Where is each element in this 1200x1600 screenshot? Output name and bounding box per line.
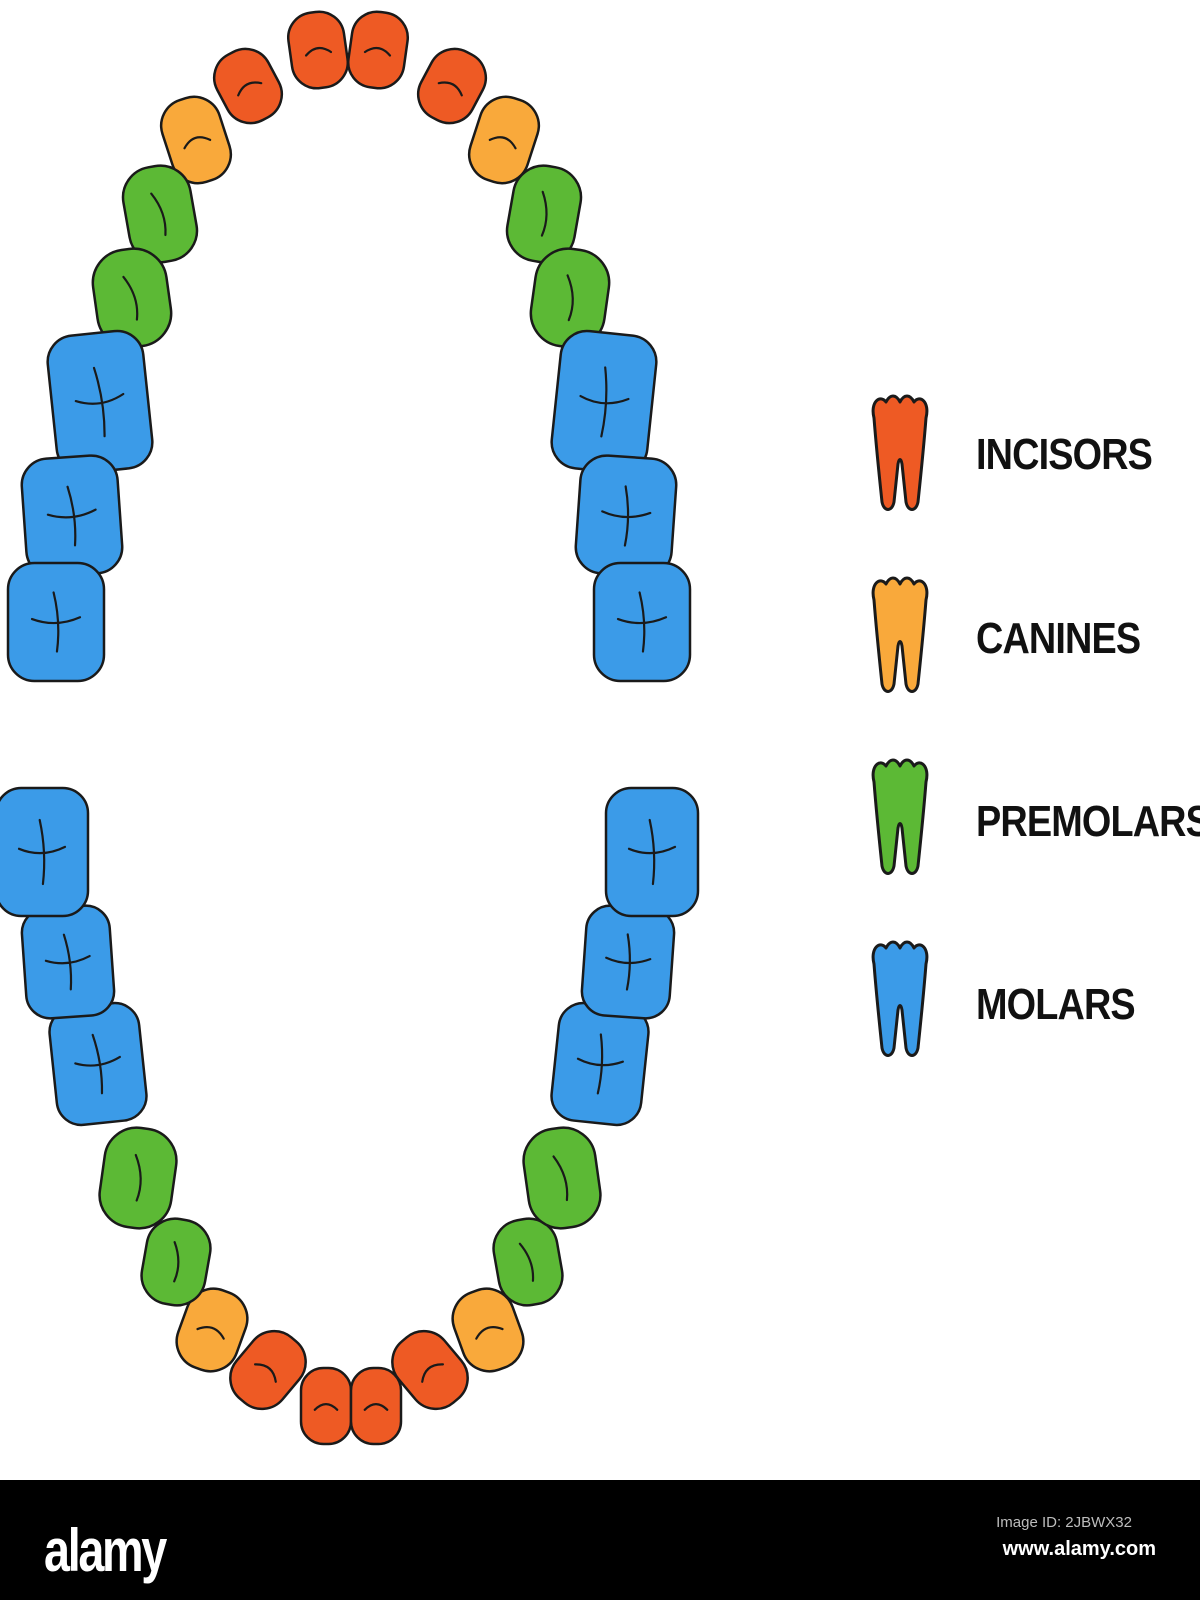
tooth-upper-left-3-canines — [159, 95, 233, 185]
tooth-upper-right-2-incisors — [416, 47, 488, 125]
image-id: Image ID: 2JBWX32 — [996, 1514, 1132, 1531]
tooth-upper-right-3-canines — [467, 95, 541, 185]
tooth-lower-left-1-incisors — [299, 1366, 353, 1446]
legend-icon-premolars — [871, 758, 929, 875]
tooth-lower-left-7-molars — [20, 904, 116, 1020]
tooth-upper-left-8-molars — [6, 561, 106, 683]
tooth-lower-right-7-molars — [580, 904, 676, 1020]
legend-label-canines: CANINES — [976, 614, 1141, 663]
tooth-upper-right-6-molars — [550, 329, 658, 475]
tooth-lower-right-2-incisors — [391, 1329, 469, 1411]
legend-label-premolars: PREMOLARS — [976, 797, 1200, 846]
tooth-lower-right-3-canines — [451, 1287, 525, 1373]
tooth-lower-right-5-premolars — [522, 1126, 602, 1230]
site-url: www.alamy.com — [1002, 1538, 1156, 1560]
tooth-upper-left-4-premolars — [121, 164, 199, 264]
tooth-lower-left-5-premolars — [98, 1126, 178, 1230]
tooth-upper-right-1-incisors — [346, 10, 410, 90]
tooth-lower-left-8-molars — [0, 786, 90, 918]
tooth-upper-left-2-incisors — [212, 47, 284, 125]
tooth-upper-left-6-molars — [46, 329, 154, 475]
teeth-diagram — [0, 10, 929, 1446]
watermark-footer: alamy Image ID: 2JBWX32 www.alamy.com — [0, 1480, 1200, 1600]
tooth-lower-right-6-molars — [550, 1001, 650, 1127]
tooth-upper-left-1-incisors — [286, 10, 350, 90]
tooth-upper-right-4-premolars — [505, 164, 583, 264]
tooth-lower-right-8-molars — [604, 786, 700, 918]
tooth-lower-left-6-molars — [48, 1001, 148, 1127]
legend-label-incisors: INCISORS — [976, 430, 1153, 479]
tooth-lower-right-4-premolars — [492, 1217, 564, 1307]
tooth-lower-left-4-premolars — [140, 1217, 212, 1307]
alamy-logo: alamy — [44, 1517, 167, 1584]
legend-icon-incisors — [871, 394, 929, 511]
tooth-upper-left-7-molars — [20, 454, 124, 578]
tooth-lower-right-1-incisors — [349, 1366, 403, 1446]
legend-icon-molars — [871, 940, 929, 1057]
tooth-lower-left-3-canines — [175, 1287, 249, 1373]
tooth-upper-right-7-molars — [574, 454, 678, 578]
tooth-upper-right-8-molars — [592, 561, 692, 683]
legend-label-molars: MOLARS — [976, 980, 1136, 1029]
legend-icon-canines — [871, 576, 929, 693]
tooth-lower-left-2-incisors — [229, 1329, 307, 1411]
